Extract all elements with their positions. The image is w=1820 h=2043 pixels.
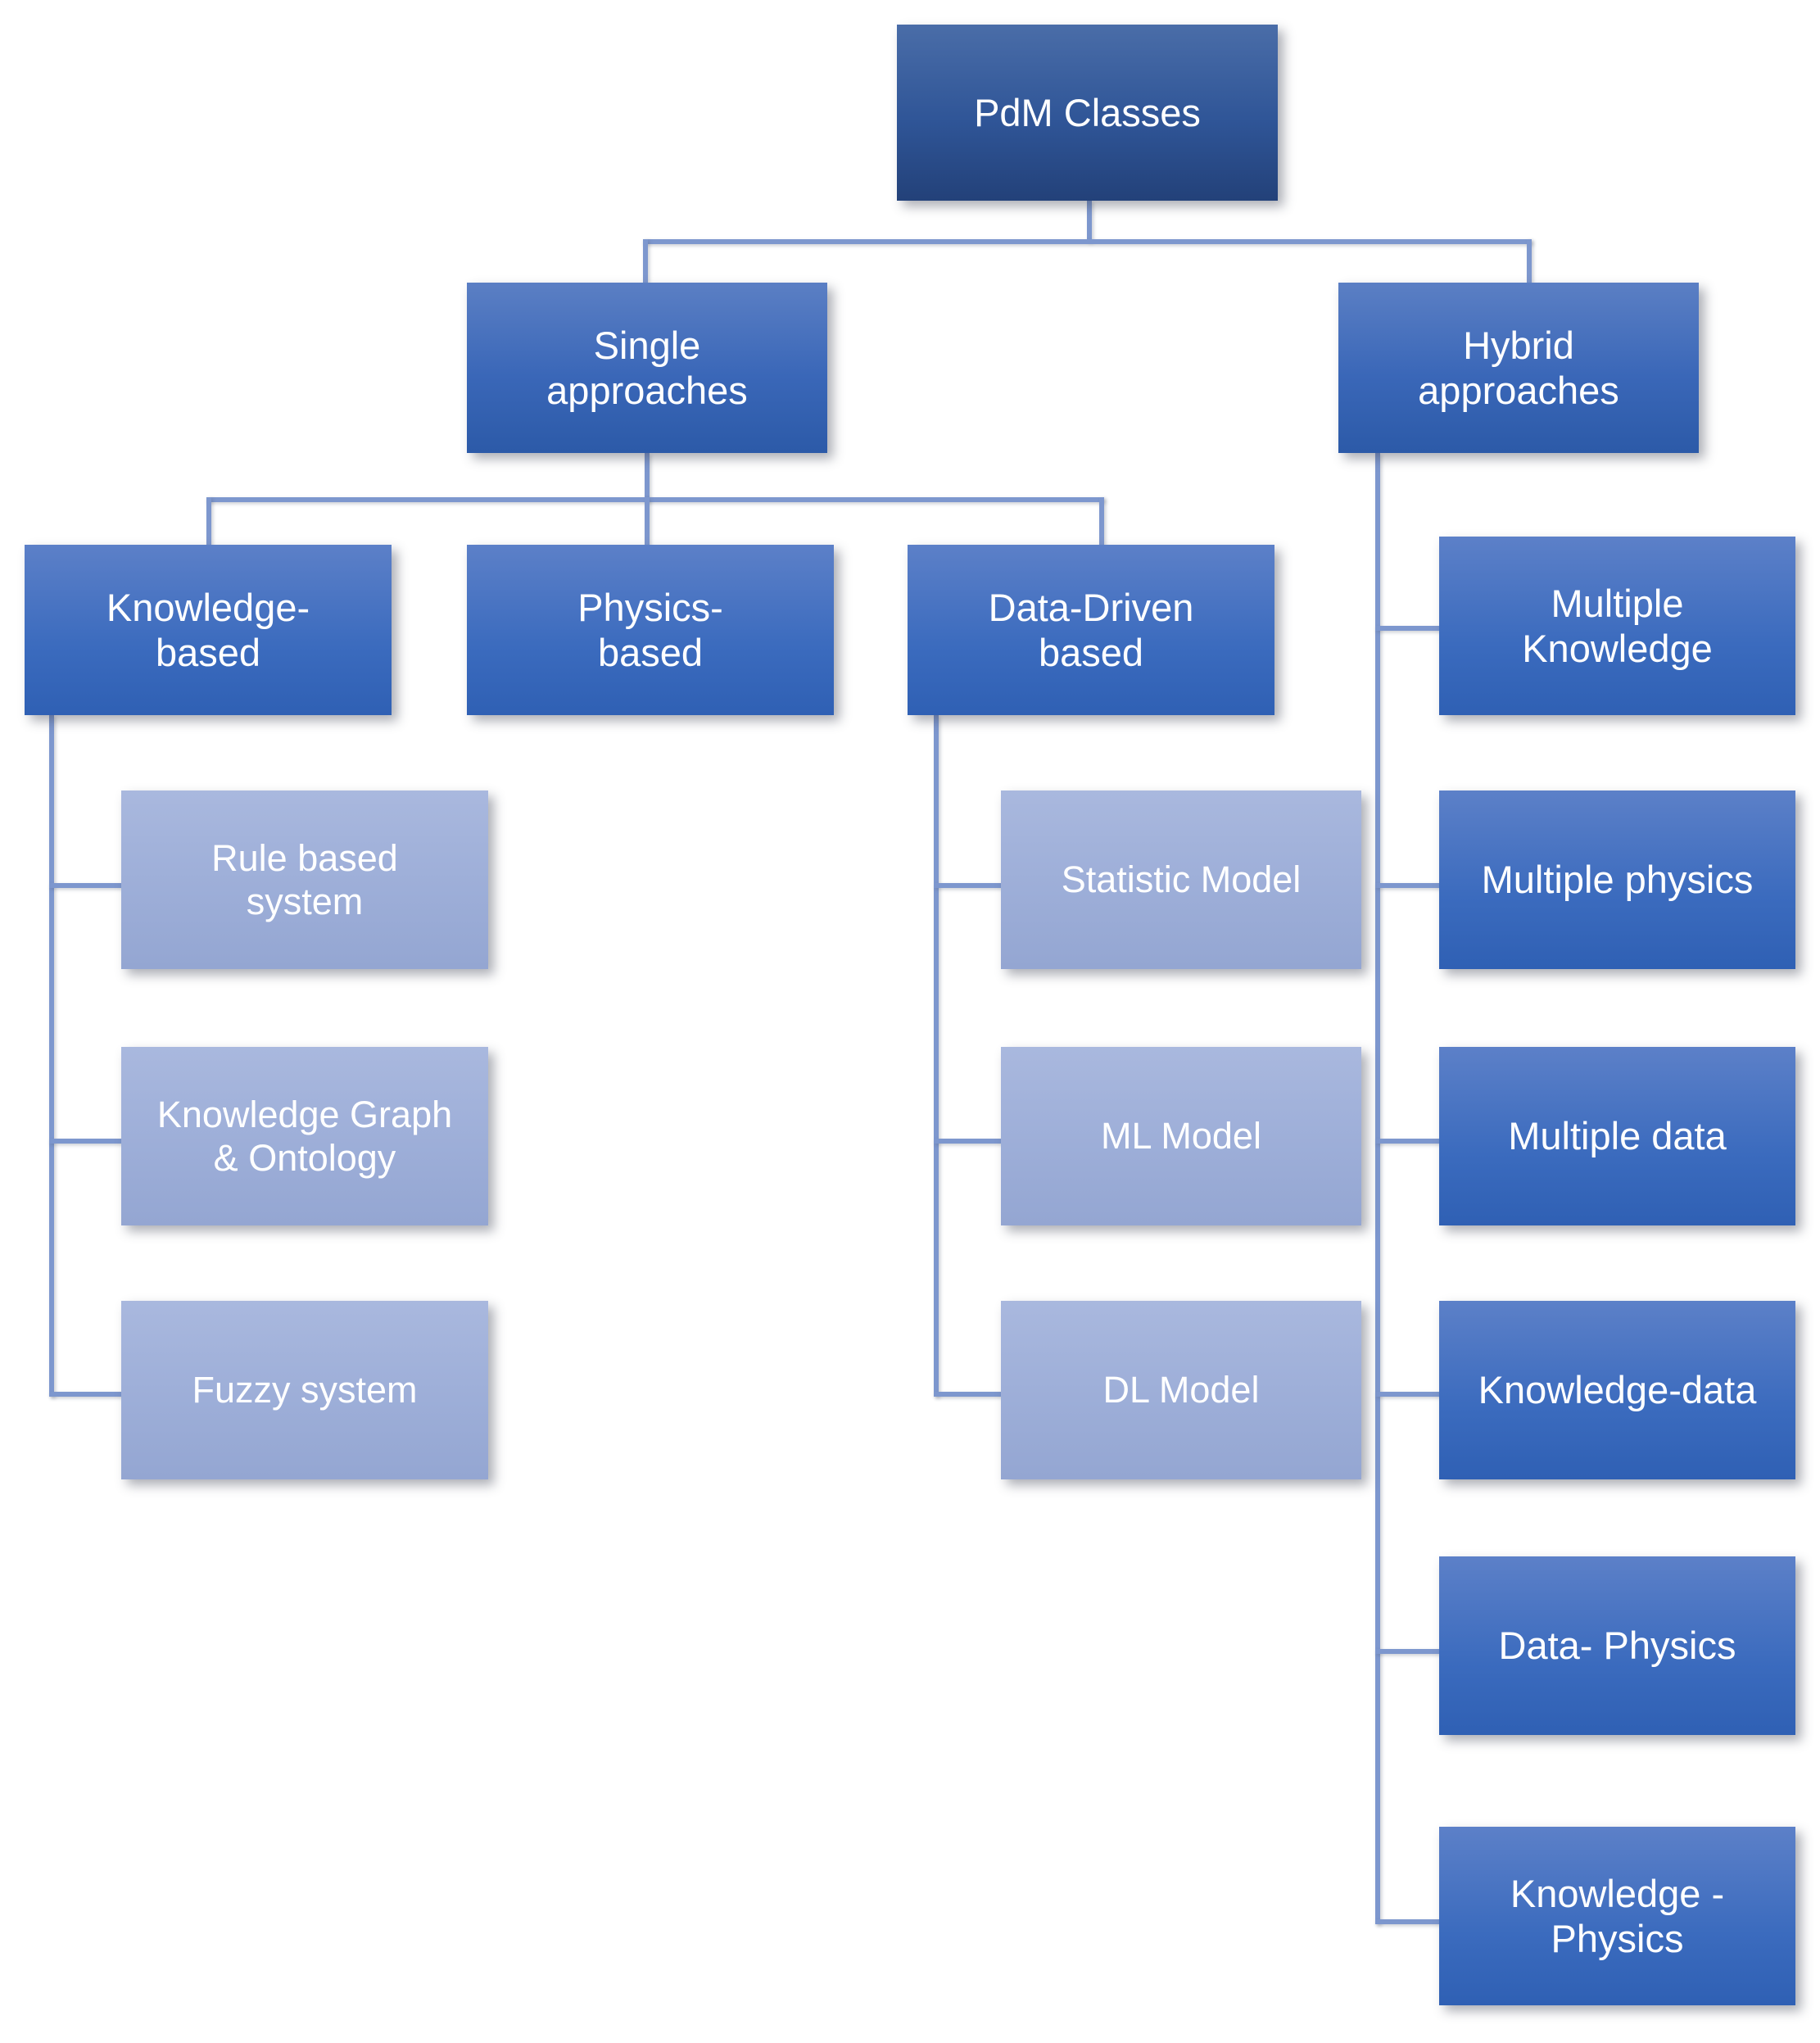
connector-single-stem: [645, 453, 650, 501]
node-hybrid-approaches[interactable]: Hybrid approaches: [1338, 283, 1699, 453]
node-single-approaches[interactable]: Single approaches: [467, 283, 827, 453]
connector-root-stem: [1087, 201, 1092, 242]
connector-single-bus: [206, 497, 1104, 502]
connector-datadriven-stub-1: [934, 883, 1006, 888]
node-rule-based-system[interactable]: Rule based system: [121, 790, 488, 969]
node-multiple-data[interactable]: Multiple data: [1439, 1047, 1795, 1225]
connector-to-hybrid: [1527, 239, 1532, 284]
node-physics-based[interactable]: Physics- based: [467, 545, 834, 715]
connector-hybrid-stub-2: [1375, 883, 1444, 888]
node-multiple-physics[interactable]: Multiple physics: [1439, 790, 1795, 969]
node-root-pdm-classes[interactable]: PdM Classes: [897, 25, 1278, 201]
node-ml-model[interactable]: ML Model: [1001, 1047, 1361, 1225]
connector-to-knowledge-based: [206, 497, 211, 546]
connector-to-data-driven: [1099, 497, 1104, 546]
connector-root-bus: [643, 239, 1532, 244]
connector-knowledge-stub-1: [49, 883, 125, 888]
node-dl-model[interactable]: DL Model: [1001, 1301, 1361, 1479]
node-knowledge-based[interactable]: Knowledge- based: [25, 545, 392, 715]
connector-to-physics-based: [645, 497, 650, 546]
node-multiple-knowledge[interactable]: Multiple Knowledge: [1439, 537, 1795, 715]
connector-hybrid-stub-3: [1375, 1139, 1444, 1144]
connector-knowledge-stub-2: [49, 1139, 125, 1144]
node-knowledge-graph-ontology[interactable]: Knowledge Graph & Ontology: [121, 1047, 488, 1225]
node-statistic-model[interactable]: Statistic Model: [1001, 790, 1361, 969]
node-data-driven-based[interactable]: Data-Driven based: [908, 545, 1274, 715]
node-knowledge-data[interactable]: Knowledge-data: [1439, 1301, 1795, 1479]
connector-datadriven-stub-2: [934, 1139, 1006, 1144]
connector-hybrid-stub-5: [1375, 1649, 1444, 1654]
node-knowledge-physics[interactable]: Knowledge - Physics: [1439, 1827, 1795, 2005]
connector-to-single: [643, 239, 648, 284]
connector-datadriven-stub-3: [934, 1392, 1006, 1397]
connector-datadriven-spine: [934, 715, 939, 1397]
connector-hybrid-spine: [1375, 453, 1380, 1924]
connector-hybrid-stub-6: [1375, 1919, 1444, 1924]
connector-hybrid-stub-4: [1375, 1392, 1444, 1397]
node-data-physics[interactable]: Data- Physics: [1439, 1556, 1795, 1735]
node-fuzzy-system[interactable]: Fuzzy system: [121, 1301, 488, 1479]
connector-knowledge-spine: [49, 715, 54, 1397]
connector-knowledge-stub-3: [49, 1392, 125, 1397]
connector-hybrid-stub-1: [1375, 626, 1444, 631]
